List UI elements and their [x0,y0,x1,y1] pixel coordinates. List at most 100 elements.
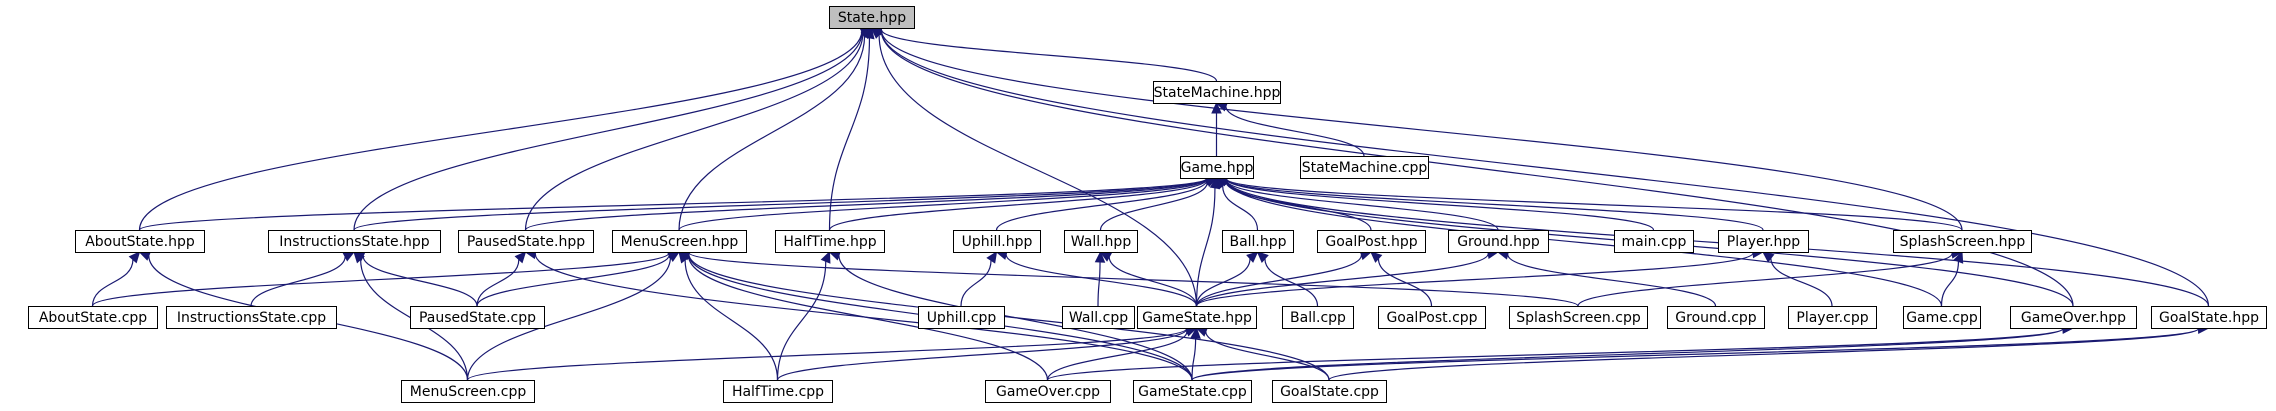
edge-instructionsstate_hpp-to-state_hpp [353,31,863,231]
node-box [2151,306,2267,329]
edge-gamestate_cpp-to-gamestate_hpp [1191,337,1197,381]
node-box [1133,380,1252,403]
node-box [918,306,1005,329]
node-label: MenuScreen.hpp [621,234,739,250]
node-aboutstate-hpp[interactable]: AboutState.hpp [75,230,205,253]
node-box [268,230,441,253]
edge-statemachine_cpp-to-statemachine_hpp [1225,106,1365,157]
node-goalstate-cpp[interactable]: GoalState.cpp [1272,380,1387,403]
node-box [1893,230,2032,253]
edge-gameover_cpp-to-gameover_hpp [1046,327,2064,381]
edge-gamestate_cpp-to-gameover_hpp [1191,328,2064,381]
node-ball-hpp[interactable]: Ball.hpp [1222,230,1294,253]
edge-gamestate_hpp-to-goalpost_hpp [1195,254,1363,307]
node-label: Game.hpp [1181,160,1254,176]
node-statemachine-hpp[interactable]: StateMachine.hpp [1153,81,1281,104]
node-menuscreen-cpp[interactable]: MenuScreen.cpp [401,380,535,403]
node-label: PausedState.cpp [419,310,536,326]
node-box [1317,230,1426,253]
node-goalstate-hpp[interactable]: GoalState.hpp [2151,306,2267,329]
arrowhead-gamestate_cpp-to-gamestate_hpp [1190,326,1201,339]
node-ball-cpp[interactable]: Ball.cpp [1282,306,1354,329]
node-gamestate-hpp[interactable]: GameState.hpp [1137,306,1257,329]
edge-statemachine_hpp-to-state_hpp [880,29,1218,82]
edge-pausedstate_cpp-to-instructionsstate_hpp [362,255,478,307]
edge-gamestate_hpp-to-game_hpp [1195,187,1216,307]
node-gameover-cpp[interactable]: GameOver.cpp [985,380,1111,403]
node-uphill-cpp[interactable]: Uphill.cpp [918,306,1005,329]
arrowhead-aboutstate_cpp-to-aboutstate_hpp [128,251,141,264]
node-wall-hpp[interactable]: Wall.hpp [1064,230,1138,253]
node-label: InstructionsState.hpp [279,234,429,250]
edge-gamestate_cpp-to-halftime_hpp [838,255,1193,381]
node-label: GameOver.hpp [2021,310,2126,326]
node-box [1903,306,1981,329]
edge-game_cpp-to-game_hpp [1225,179,1943,307]
edge-player_hpp-to-game_hpp [1225,178,1764,231]
node-label: Player.cpp [1796,310,1868,326]
arrowhead-gamestate_hpp-to-ball_hpp [1246,251,1259,263]
arrowhead-halftime_cpp-to-halftime_hpp [820,250,831,264]
node-label: Ball.hpp [1229,234,1286,250]
node-player-cpp[interactable]: Player.cpp [1788,306,1877,329]
node-main-cpp[interactable]: main.cpp [1614,230,1694,253]
edge-pausedstate_cpp-to-menuscreen_hpp [476,254,670,307]
edge-halftime_cpp-to-menuscreen_hpp [684,259,779,381]
node-goalpost-hpp[interactable]: GoalPost.hpp [1317,230,1426,253]
edge-aboutstate_hpp-to-state_hpp [138,30,863,231]
node-label: Player.hpp [1727,234,1800,250]
edge-gameover_hpp-to-state_hpp [880,30,2074,307]
node-game-hpp[interactable]: Game.hpp [1180,156,1254,179]
arrowhead-game_hpp-to-statemachine_hpp [1211,101,1222,114]
node-box [1137,306,1257,329]
node-label: GoalPost.cpp [1386,310,1477,326]
edge-goalpost_cpp-to-goalpost_hpp [1377,258,1433,307]
node-game-cpp[interactable]: Game.cpp [1903,306,1981,329]
node-uphill-hpp[interactable]: Uphill.hpp [953,230,1041,253]
node-state-hpp[interactable]: State.hpp [829,6,915,29]
node-splashscreen-cpp[interactable]: SplashScreen.cpp [1509,306,1648,329]
node-label: Game.cpp [1906,310,1978,326]
edge-player_cpp-to-player_hpp [1770,258,1833,307]
edge-pausedstate_hpp-to-state_hpp [524,33,864,231]
node-statemachine-cpp[interactable]: StateMachine.cpp [1300,156,1429,179]
node-label: SplashScreen.hpp [1900,234,2026,250]
node-player-hpp[interactable]: Player.hpp [1718,230,1809,253]
arrowhead-player_cpp-to-player_hpp [1762,251,1775,263]
edge-wall_cpp-to-wall_hpp [1097,261,1101,307]
node-ground-hpp[interactable]: Ground.hpp [1448,230,1549,253]
node-ground-cpp[interactable]: Ground.cpp [1667,306,1765,329]
node-box [410,306,545,329]
edge-pausedstate_cpp-to-pausedstate_hpp [476,259,520,307]
edge-goalstate_cpp-to-goalstate_hpp [1328,328,2200,381]
node-gamestate-cpp[interactable]: GameState.cpp [1133,380,1252,403]
node-menuscreen-hpp[interactable]: MenuScreen.hpp [612,230,747,253]
node-label: InstructionsState.cpp [177,310,326,326]
node-pausedstate-cpp[interactable]: PausedState.cpp [410,306,545,329]
node-box [166,306,337,329]
node-box [1378,306,1486,329]
arrowhead-game_cpp-to-splashscreen_hpp [1953,250,1964,264]
edge-aboutstate_hpp-to-game_hpp [138,177,1208,231]
node-wall-cpp[interactable]: Wall.cpp [1062,306,1135,329]
node-goalpost-cpp[interactable]: GoalPost.cpp [1378,306,1486,329]
node-label: GoalState.cpp [1280,384,1379,400]
node-pausedstate-hpp[interactable]: PausedState.hpp [458,230,594,253]
node-halftime-cpp[interactable]: HalfTime.cpp [723,380,833,403]
node-aboutstate-cpp[interactable]: AboutState.cpp [28,306,158,329]
node-label: Ground.hpp [1457,234,1540,250]
node-label: Uphill.cpp [927,310,997,326]
edge-ground_cpp-to-ground_hpp [1507,254,1717,307]
node-gameover-hpp[interactable]: GameOver.hpp [2010,306,2137,329]
node-box [1153,81,1281,104]
arrowhead-wall_cpp-to-wall_hpp [1094,250,1106,263]
arrowhead-ball_cpp-to-ball_hpp [1256,251,1269,263]
node-splashscreen-hpp[interactable]: SplashScreen.hpp [1893,230,2032,253]
edge-gamestate_hpp-to-wall_hpp [1108,256,1198,307]
node-box [1614,230,1694,253]
node-instructionsstate-hpp[interactable]: InstructionsState.hpp [268,230,441,253]
edge-pausedstate_hpp-to-game_hpp [524,178,1208,231]
node-box [1718,230,1809,253]
node-instructionsstate-cpp[interactable]: InstructionsState.cpp [166,306,337,329]
node-halftime-hpp[interactable]: HalfTime.hpp [775,230,885,253]
